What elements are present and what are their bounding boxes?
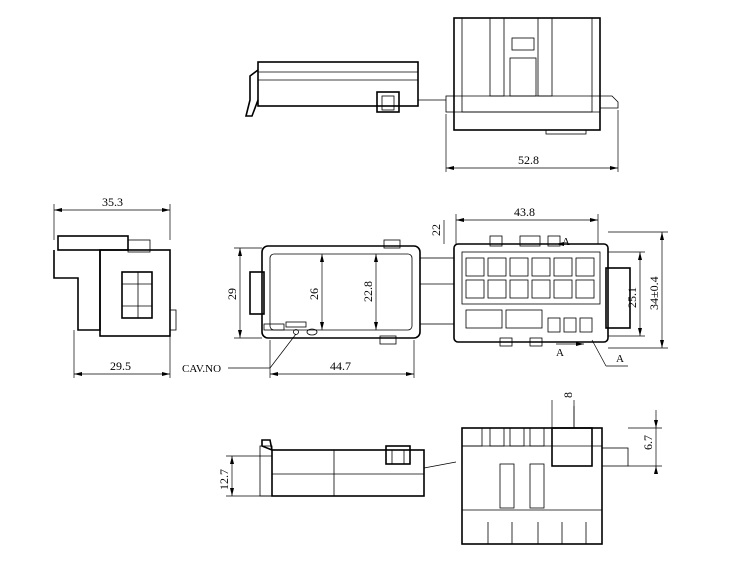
right-view: 43.8 22 25.1 34±0.4 A A A [419, 205, 668, 367]
section-a-top: A [562, 236, 570, 248]
dim-left-width: 35.3 [102, 195, 123, 209]
left-view: 35.3 29.5 [53, 195, 177, 378]
top-housing [453, 17, 601, 131]
front-view: 29 26 22.8 44.7 CAV.NO [182, 239, 421, 378]
section-a-leader: A [616, 353, 624, 365]
dim-front-inner: 26 [307, 288, 321, 300]
bottom-housing [461, 427, 603, 545]
top-latch [376, 91, 400, 113]
bottom-body [271, 449, 425, 497]
dim-left-bottom: 29.5 [110, 359, 131, 373]
dim-front-inner2: 22.8 [361, 281, 375, 302]
top-body [257, 61, 419, 107]
dim-right-top-width: 43.8 [514, 205, 535, 219]
dim-right-height-tol: 34±0.4 [647, 276, 661, 310]
left-body [99, 249, 171, 337]
section-a-bottom: A [556, 347, 564, 359]
bottom-view: 12.7 8 6.7 [217, 392, 662, 545]
right-body [453, 243, 609, 343]
dim-right-height: 25.1 [625, 287, 639, 308]
dim-front-height: 29 [225, 288, 239, 300]
dim-bottom-right: 6.7 [641, 435, 655, 450]
dim-top-width: 52.8 [518, 153, 539, 167]
dim-bottom-slot: 8 [561, 392, 575, 398]
dim-right-offset: 22 [429, 224, 443, 236]
top-view: 52.8 [244, 17, 619, 172]
dim-bottom-height: 12.7 [217, 469, 231, 490]
cav-no-label: CAV.NO [182, 363, 221, 375]
dim-front-width: 44.7 [330, 359, 351, 373]
